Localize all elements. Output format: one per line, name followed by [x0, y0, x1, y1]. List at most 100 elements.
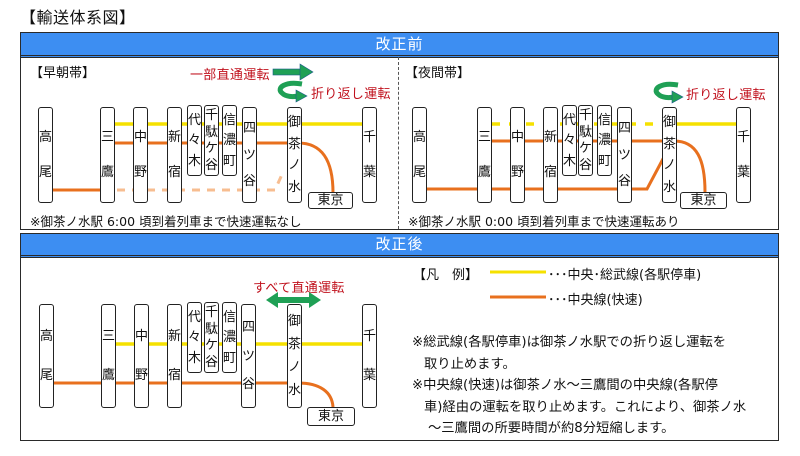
night-station-tokyo: 東京	[680, 192, 727, 209]
page-title: 【輸送体系図】	[20, 8, 136, 27]
after-station-sendagaya: 千駄ケ谷	[204, 302, 219, 373]
station-name-char: 鷹	[102, 367, 116, 383]
note-line: 車)経由の運転を取り止めます。これにより、御茶ノ水	[424, 399, 747, 415]
early-station-chiba: 千葉	[362, 107, 377, 203]
night-station-takao: 高尾	[412, 107, 427, 203]
station-name-char: 谷	[242, 377, 256, 393]
legend-local-label: ･･･中央･総武線(各駅停車)	[548, 268, 702, 283]
station-name-char: ノ	[663, 158, 677, 174]
station-name-char: 谷	[618, 174, 632, 190]
after-station-takao: 高尾	[39, 304, 54, 408]
station-name-char: ノ	[288, 360, 302, 375]
early-station-tokyo: 東京	[308, 192, 353, 209]
station-name-char: 高	[413, 129, 427, 145]
early-turnback-annotation: 折り返し運転	[311, 87, 391, 102]
after-station-shinjuku: 新宿	[167, 304, 182, 408]
station-name-char: 谷	[579, 157, 593, 173]
station-name-char: 四	[618, 120, 632, 136]
station-name-char: ツ	[243, 147, 257, 163]
early-station-yotsuya: 四ツ谷	[242, 107, 257, 203]
station-name-char: 信	[223, 112, 237, 128]
night-station-shinjuku: 新宿	[543, 107, 558, 203]
early-station-shinanomachi: 信濃町	[222, 105, 237, 176]
station-name-char: 駄	[205, 124, 219, 140]
early-station-yoyogi: 代々木	[187, 105, 202, 176]
station-name-char: 葉	[363, 165, 377, 181]
station-name-char: 宿	[168, 367, 182, 383]
after-station-yotsuya: 四ツ谷	[241, 304, 256, 408]
station-name-char: 高	[39, 129, 53, 145]
station-name-char: 鷹	[101, 165, 115, 181]
station-name-char: 千	[579, 108, 593, 124]
early-morning-label: 【早朝帯】	[30, 66, 96, 81]
station-name-char: 尾	[39, 165, 53, 181]
station-name-char: 々	[563, 133, 577, 148]
station-name-char: 水	[288, 179, 302, 195]
station-name-char: 駄	[579, 124, 593, 140]
station-name-char: 々	[188, 133, 202, 148]
station-name-char: 尾	[413, 165, 427, 181]
station-name-char: 谷	[205, 157, 219, 173]
station-name-char: 千	[205, 305, 219, 321]
after-through-annotation: すべて直通運転	[253, 281, 345, 296]
night-station-shinanomachi: 信濃町	[597, 105, 612, 176]
station-name-char: 葉	[737, 165, 751, 181]
station-name-char: 駄	[205, 321, 219, 337]
early-turnback-arrow-icon	[277, 80, 308, 103]
night-station-sendagaya: 千駄ケ谷	[578, 105, 593, 176]
note-line: ※中央線(快速)は御茶ノ水～三鷹間の中央線(各駅停	[412, 378, 718, 393]
station-name-char: 町	[598, 153, 612, 169]
early-rapid-tokyo-branch	[297, 141, 335, 194]
station-name-char: 水	[663, 179, 677, 195]
station-name-char: ケ	[205, 338, 219, 354]
after-station-chiba: 千葉	[362, 304, 377, 408]
after-station-nakano: 中野	[134, 304, 149, 408]
note-line: ～三鷹間の所要時間が約8分短縮します。	[428, 421, 675, 436]
station-name-char: 水	[288, 383, 302, 398]
station-name-char: 四	[242, 319, 256, 335]
station-name-char: 千	[205, 108, 219, 124]
night-station-yotsuya: 四ツ谷	[617, 107, 632, 203]
station-name-char: 信	[598, 112, 612, 128]
early-station-takao: 高尾	[38, 107, 53, 203]
early-note: ※御茶ノ水駅 6:00 頃到着列車まで快速運転なし	[30, 214, 302, 229]
station-name-char: 代	[188, 112, 202, 128]
station-name-char: 茶	[288, 136, 302, 152]
station-name-char: 町	[223, 153, 237, 169]
station-name-char: 野	[511, 165, 525, 181]
station-name-char: ツ	[242, 348, 256, 364]
early-station-mitaka: 三鷹	[100, 107, 115, 203]
after-station-ochanomizu: 御茶ノ水	[287, 304, 302, 408]
station-name-char: 濃	[598, 133, 612, 148]
night-turnback-arrow-icon	[653, 81, 684, 104]
after-station-mitaka: 三鷹	[101, 304, 116, 408]
station-name-char: ケ	[579, 141, 593, 157]
station-name-char: ケ	[205, 141, 219, 157]
early-station-ochanomizu: 御茶ノ水	[287, 107, 302, 203]
station-name-char: 町	[223, 350, 237, 366]
night-station-mitaka: 三鷹	[477, 107, 492, 203]
after-rapid-tokyo-branch	[297, 381, 335, 408]
after-station-shinanomachi: 信濃町	[222, 302, 237, 373]
note-line: ※総武線(各駅停車)は御茶ノ水駅での折り返し運転を	[412, 335, 727, 350]
night-note: ※御茶ノ水駅 0:00 頃到着列車まで快速運転あり	[408, 214, 680, 229]
station-name-char: 三	[102, 329, 116, 345]
station-name-char: 代	[188, 309, 202, 325]
station-name-char: 中	[135, 329, 149, 345]
early-through-arrow-icon	[272, 63, 314, 81]
station-name-char: 野	[135, 367, 149, 383]
station-name-char: 御	[288, 314, 302, 329]
legend-title: 【凡 例】	[413, 268, 479, 283]
night-rapid-line	[424, 156, 666, 191]
night-station-ochanomizu: 御茶ノ水	[662, 107, 677, 203]
station-name-char: 木	[563, 153, 577, 169]
night-station-chiba: 千葉	[736, 107, 751, 203]
after-through-double-arrow-icon	[266, 292, 321, 308]
station-name-char: 新	[544, 129, 558, 145]
after-revision-header: 改正後	[21, 234, 778, 258]
station-name-char: 三	[478, 129, 492, 145]
station-name-char: 新	[168, 329, 182, 345]
station-name-char: 宿	[168, 165, 182, 181]
station-name-char: 千	[363, 129, 377, 145]
station-name-char: 中	[511, 129, 525, 145]
